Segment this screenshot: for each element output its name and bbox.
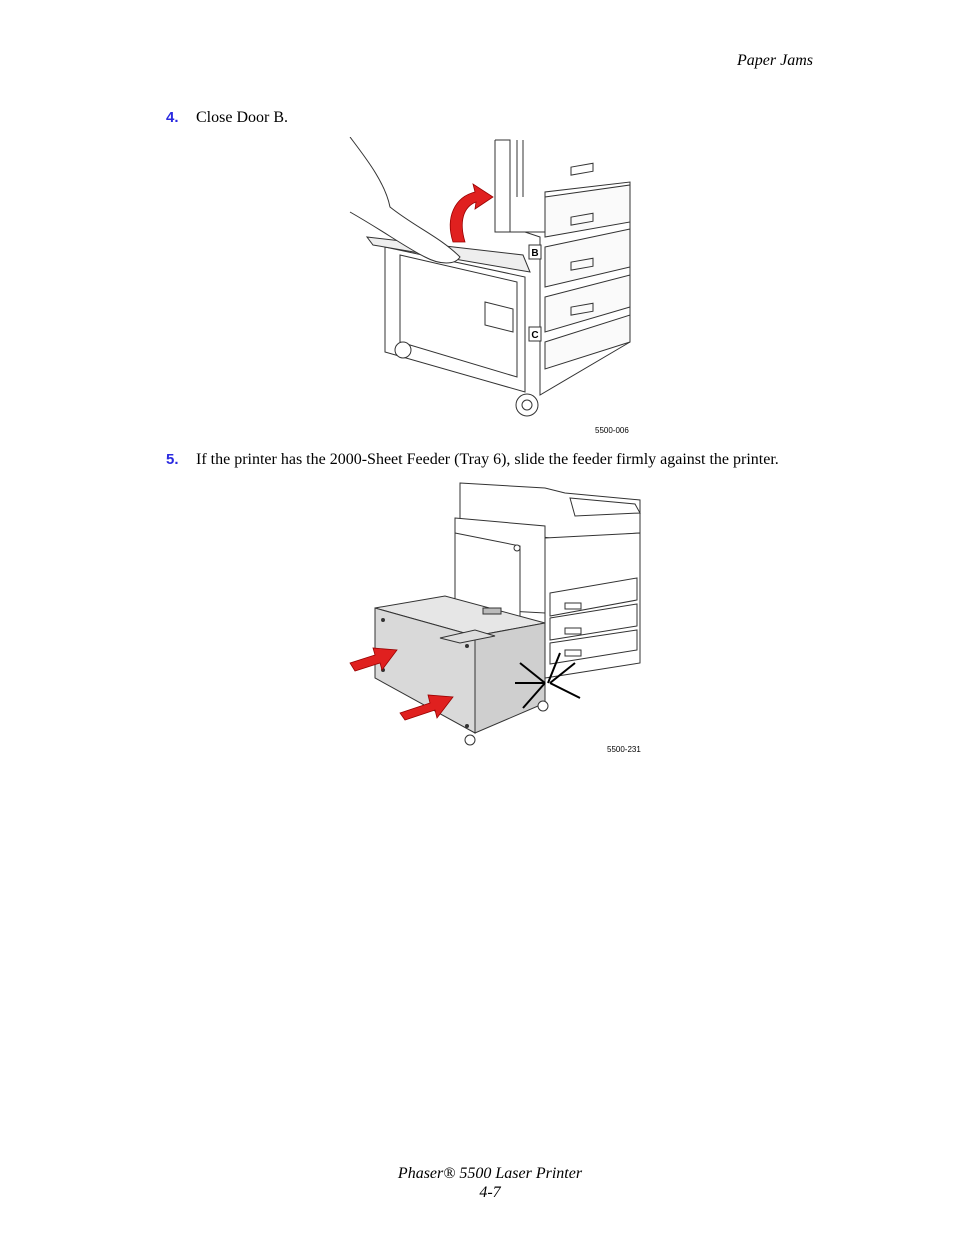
running-header: Paper Jams xyxy=(737,52,813,69)
step-text: Close Door B. xyxy=(196,109,288,126)
curved-arrow-icon xyxy=(449,183,494,243)
step-number: 5. xyxy=(166,451,179,468)
step-number: 4. xyxy=(166,109,179,126)
printer-feeder-illustration xyxy=(349,482,641,746)
impact-burst-icon xyxy=(515,652,581,709)
figure-slide-feeder: 5500-231 xyxy=(345,478,645,758)
footer-page-number: 4-7 xyxy=(479,1184,501,1201)
door-c-label: C xyxy=(531,330,538,341)
footer-product: Phaser® 5500 Laser Printer xyxy=(397,1165,583,1182)
figure-id: 5500-006 xyxy=(595,426,629,435)
figure-id: 5500-231 xyxy=(607,745,641,754)
door-b-label: B xyxy=(531,248,538,259)
figure-close-door-b: B C 5500-006 xyxy=(345,136,635,435)
printer-door-illustration: B C xyxy=(349,136,631,417)
step-text: If the printer has the 2000-Sheet Feeder… xyxy=(196,451,779,468)
push-arrow-icon xyxy=(349,647,454,721)
